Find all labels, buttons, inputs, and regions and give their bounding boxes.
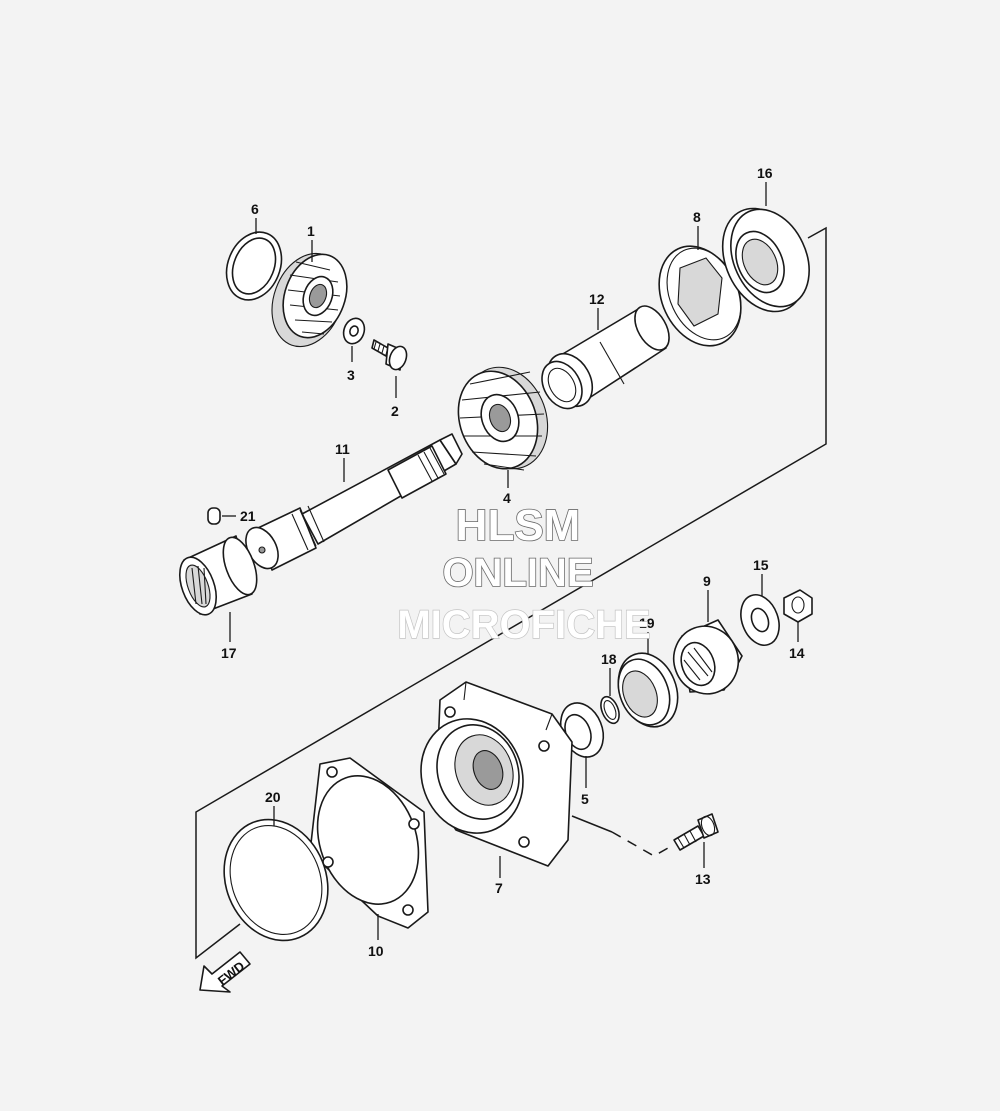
callout-1[interactable]: 1 xyxy=(307,223,315,239)
callout-9[interactable]: 9 xyxy=(703,573,711,589)
drive-shaft-11[interactable] xyxy=(239,433,463,574)
bolt-13[interactable] xyxy=(673,813,719,851)
washer-15[interactable] xyxy=(734,589,786,650)
callout-12[interactable]: 12 xyxy=(589,291,605,307)
bolt-dash-guide xyxy=(611,831,669,857)
pin-21[interactable] xyxy=(207,507,221,525)
oil-seal-16[interactable] xyxy=(707,195,824,325)
callout-15[interactable]: 15 xyxy=(753,557,769,573)
oil-seal-19[interactable] xyxy=(608,644,688,735)
callout-21[interactable]: 21 xyxy=(240,508,256,524)
callout-labels: 1 2 3 4 5 6 7 8 9 10 11 12 13 14 15 16 1… xyxy=(221,165,805,959)
fwd-arrow: FWD xyxy=(199,951,251,993)
bearing-housing-7[interactable] xyxy=(405,681,573,867)
bevel-gear-4[interactable] xyxy=(445,355,561,480)
callout-8[interactable]: 8 xyxy=(693,209,701,225)
callout-3[interactable]: 3 xyxy=(347,367,355,383)
o-ring-6[interactable] xyxy=(217,224,291,308)
watermark-line3: MICROFICHE xyxy=(397,603,650,647)
callout-13[interactable]: 13 xyxy=(695,871,711,887)
shim-20[interactable] xyxy=(206,804,345,956)
gasket-10[interactable] xyxy=(300,757,435,929)
o-ring-18[interactable] xyxy=(597,694,622,726)
seal-retainer-8[interactable] xyxy=(644,233,757,359)
callout-2[interactable]: 2 xyxy=(391,403,399,419)
leader-lines xyxy=(222,182,799,940)
bolt-2[interactable] xyxy=(371,339,410,372)
callout-14[interactable]: 14 xyxy=(789,645,805,661)
watermark: HLSM ONLINE MICROFICHE xyxy=(397,500,652,648)
coupling-9[interactable] xyxy=(664,617,747,703)
callout-16[interactable]: 16 xyxy=(757,165,773,181)
needle-bearing-17[interactable] xyxy=(173,533,264,620)
callout-6[interactable]: 6 xyxy=(251,201,259,217)
callout-19[interactable]: 19 xyxy=(639,615,655,631)
callout-17[interactable]: 17 xyxy=(221,645,237,661)
nut-14[interactable] xyxy=(783,589,813,623)
callout-10[interactable]: 10 xyxy=(368,943,384,959)
watermark-line1: HLSM xyxy=(456,501,581,550)
callout-11[interactable]: 11 xyxy=(335,441,350,457)
callout-4[interactable]: 4 xyxy=(503,490,511,506)
callout-18[interactable]: 18 xyxy=(601,651,617,667)
sleeve-12[interactable] xyxy=(534,300,676,415)
housing-bolt-guide xyxy=(571,815,613,833)
assembly-border xyxy=(195,226,827,960)
washer-3[interactable] xyxy=(340,315,368,346)
callout-20[interactable]: 20 xyxy=(265,789,281,805)
callout-7[interactable]: 7 xyxy=(495,880,503,896)
bevel-gear-1[interactable] xyxy=(260,243,358,356)
callout-5[interactable]: 5 xyxy=(581,791,589,807)
watermark-line2: ONLINE xyxy=(442,551,593,595)
